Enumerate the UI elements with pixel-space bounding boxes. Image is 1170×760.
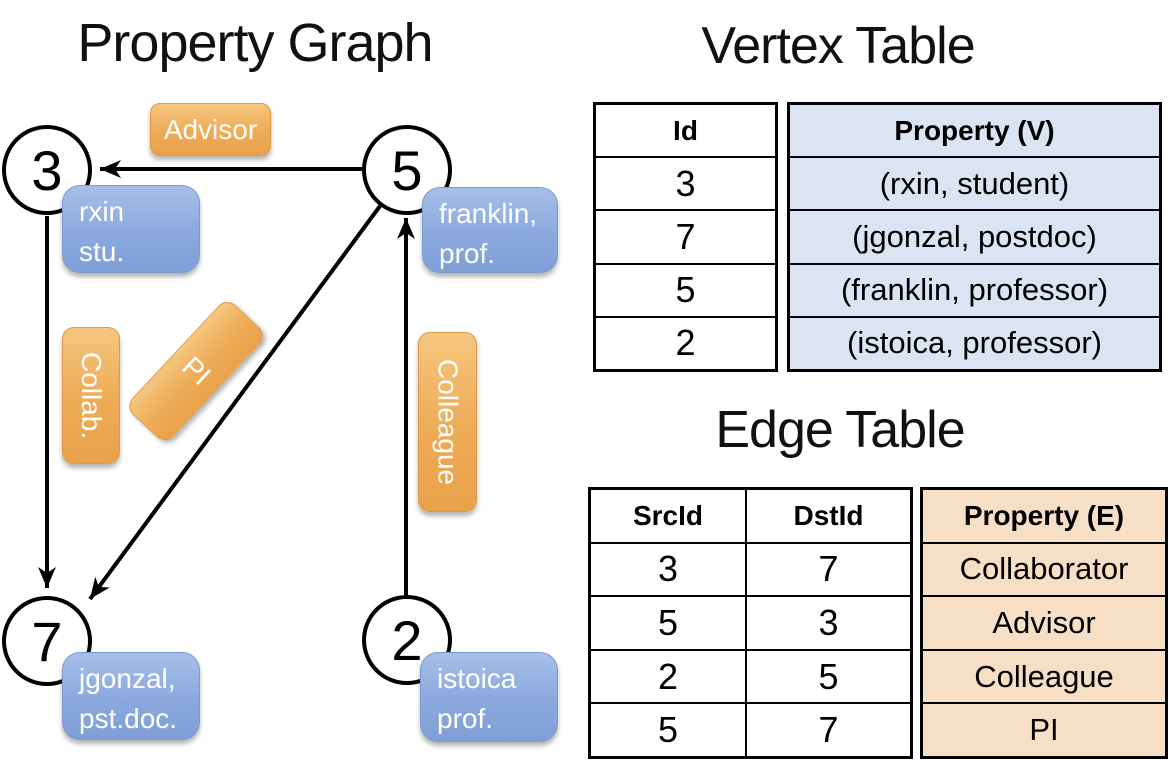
edge-table-header-dstid: DstId: [793, 499, 864, 531]
vertex-property-box-2: istoica prof.: [420, 652, 558, 742]
vertex-property-line: rxin: [79, 196, 125, 227]
edge-property-cell: PI: [923, 704, 1165, 756]
table-row: Property (V): [790, 105, 1159, 157]
vertex-table-property-column: Property (V) (rxin, student) (jgonzal, p…: [787, 102, 1162, 372]
table-row: PI: [923, 702, 1165, 756]
vertex-property-box-3: rxin stu.: [62, 185, 200, 273]
vertex-property-line: prof.: [437, 703, 494, 734]
table-row: Id: [596, 105, 775, 156]
edge-label-text: Collab.: [76, 351, 107, 440]
vertex-id-label: 7: [31, 609, 63, 673]
edge-table-property-column: Property (E) Collaborator Advisor Collea…: [920, 487, 1168, 759]
vertex-property-cell: (jgonzal, postdoc): [790, 211, 1159, 263]
edge-srcid-cell: 2: [591, 650, 747, 703]
table-row: Property (E): [923, 490, 1165, 542]
vertex-property-line: istoica: [437, 663, 517, 694]
table-row: Colleague: [923, 648, 1165, 703]
table-row: 5 7: [591, 702, 910, 756]
vertex-id-cell: 3: [675, 162, 696, 204]
table-row: Collaborator: [923, 541, 1165, 596]
vertex-property-line: franklin,: [439, 198, 538, 229]
vertex-property-cell: (franklin, professor): [790, 264, 1159, 316]
edge-table-header-property: Property (E): [923, 490, 1165, 542]
vertex-table-header-id: Id: [673, 114, 698, 146]
edge-dstid-cell: 7: [818, 548, 839, 590]
vertex-property-line: jgonzal,: [79, 663, 176, 694]
edge-pi-5-to-7: [88, 204, 382, 601]
vertex-id-label: 3: [31, 138, 63, 202]
edge-label-text: PI: [176, 350, 217, 391]
table-row: 7: [596, 209, 775, 262]
table-row: (franklin, professor): [790, 262, 1159, 316]
edge-label-collab: Collab.: [62, 327, 120, 464]
edge-table-title: Edge Table: [715, 401, 965, 459]
edge-dstid-cell: 7: [818, 709, 839, 751]
vertex-id-cell: 2: [675, 322, 696, 364]
vertex-id-cell: 7: [675, 216, 696, 257]
table-row: (rxin, student): [790, 156, 1159, 210]
vertex-table-title: Vertex Table: [701, 17, 975, 75]
table-row: SrcId DstId: [591, 490, 910, 542]
table-row: 2 5: [591, 648, 910, 703]
vertex-node-2: 2: [362, 595, 452, 685]
edge-label-advisor: Advisor: [150, 103, 271, 156]
table-row: 5 3: [591, 595, 910, 649]
edge-table-id-columns: SrcId DstId 3 7 5 3 2 5 5 7: [588, 487, 913, 759]
edge-label-text: Advisor: [163, 113, 258, 145]
table-row: 5: [596, 262, 775, 316]
vertex-id-label: 2: [391, 608, 423, 672]
edge-dstid-cell: 3: [818, 601, 839, 643]
edge-property-cell: Colleague: [923, 650, 1165, 703]
vertex-property-line: pst.doc.: [79, 703, 178, 734]
table-row: Advisor: [923, 595, 1165, 649]
property-graph-title: Property Graph: [77, 13, 433, 73]
table-row: (istoica, professor): [790, 315, 1159, 370]
edge-srcid-cell: 5: [591, 704, 747, 756]
table-row: 3 7: [591, 541, 910, 596]
vertex-property-cell: (istoica, professor): [790, 317, 1159, 370]
vertex-id-cell: 5: [675, 269, 696, 311]
edge-label-colleague: Colleague: [418, 332, 477, 512]
vertex-table-id-column: Id 3 7 5 2: [593, 102, 778, 372]
vertex-property-line: stu.: [79, 236, 125, 267]
vertex-property-box-5: franklin, prof.: [422, 187, 558, 273]
vertex-property-line: prof.: [439, 238, 496, 269]
edge-dstid-cell: 5: [818, 655, 839, 697]
edge-srcid-cell: 5: [591, 597, 747, 649]
vertex-property-cell: (rxin, student): [790, 158, 1159, 210]
edge-property-cell: Collaborator: [923, 543, 1165, 596]
edge-srcid-cell: 3: [591, 543, 747, 596]
edge-label-text: Colleague: [432, 358, 464, 486]
table-row: 2: [596, 315, 775, 369]
vertex-id-label: 5: [391, 138, 423, 202]
vertex-node-5: 5: [362, 125, 452, 215]
vertex-table-header-property: Property (V): [790, 105, 1159, 157]
table-row: (jgonzal, postdoc): [790, 209, 1159, 263]
edge-table-header-srcid: SrcId: [591, 490, 747, 542]
edge-property-cell: Advisor: [923, 597, 1165, 649]
vertex-property-box-7: jgonzal, pst.doc.: [62, 652, 200, 740]
table-row: 3: [596, 156, 775, 209]
